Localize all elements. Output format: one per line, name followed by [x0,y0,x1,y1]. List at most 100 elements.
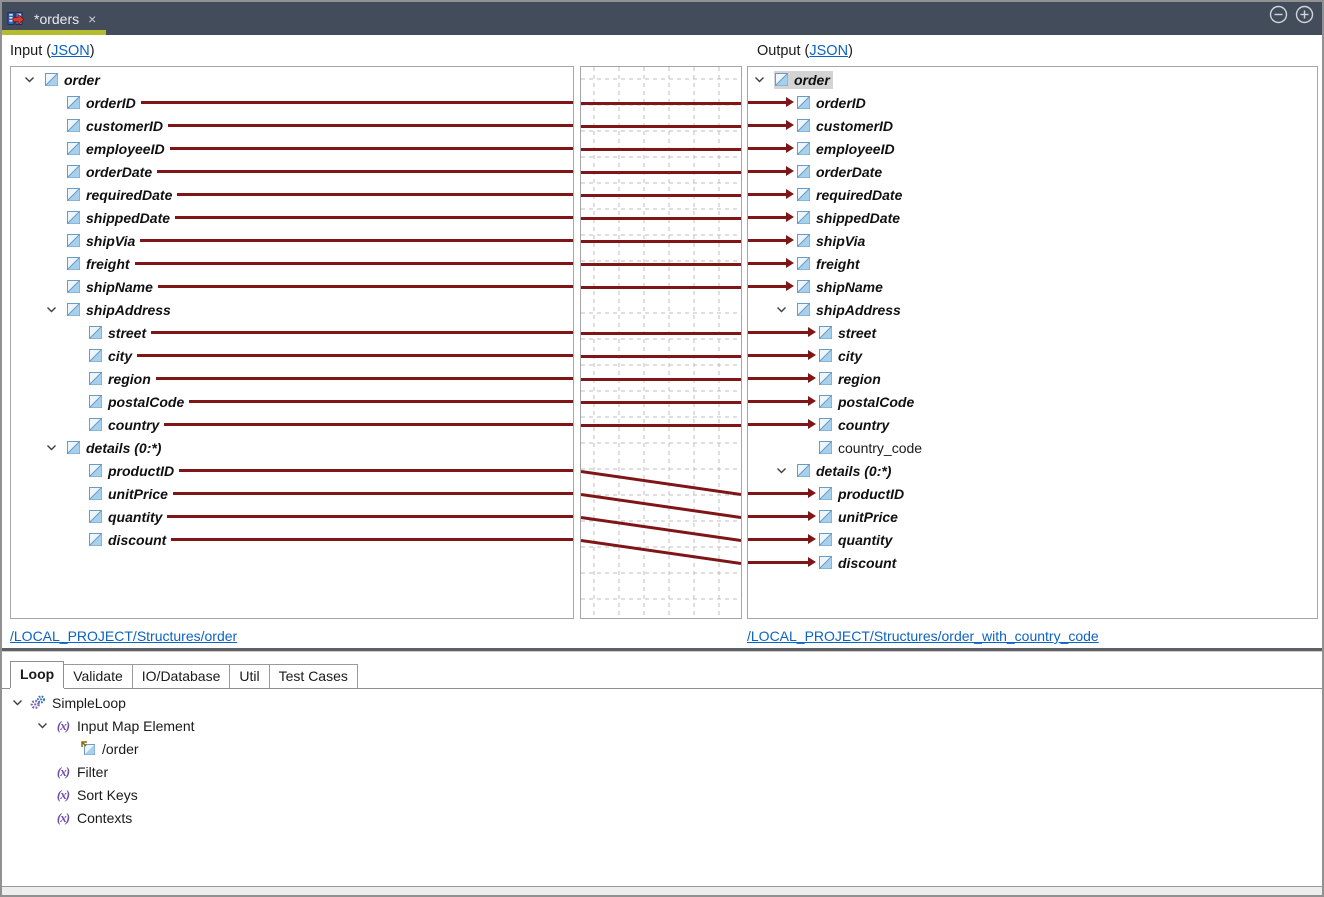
right-tree-node-city[interactable]: city [748,344,1317,367]
input-json-link[interactable]: JSON [51,43,90,59]
left-tree-node-shippeddate[interactable]: shippedDate [11,206,573,229]
tree-node-label: postalCode [838,393,915,410]
loop-tree-label: Input Map Element [77,717,195,734]
right-tree-node-shipaddress[interactable]: shipAddress [748,298,1317,321]
chevron-down-icon[interactable] [37,722,55,729]
right-tree-node-country-code[interactable]: country_code [748,436,1317,459]
tree-node-icon [67,119,80,132]
loop-tree-node-contexts[interactable]: (x)Contexts [2,806,1322,829]
left-tree-node-city[interactable]: city [11,344,573,367]
left-tree-node-unitprice[interactable]: unitPrice [11,482,573,505]
right-tree-node-details-0[interactable]: details (0:*) [748,459,1317,482]
loop-tree-node-input-map-element[interactable]: (x)Input Map Element [2,714,1322,737]
tree-node-icon [89,487,102,500]
left-tree-node-freight[interactable]: freight [11,252,573,275]
left-tree-node-order[interactable]: order [11,68,573,91]
right-tree-node-freight[interactable]: freight [748,252,1317,275]
mapping-line [134,262,573,265]
chevron-down-icon[interactable] [776,306,796,313]
right-tree-node-orderid[interactable]: orderID [748,91,1317,114]
chevron-down-icon[interactable] [46,444,66,451]
right-tree-node-postalcode[interactable]: postalCode [748,390,1317,413]
loop-properties-tree: SimpleLoop(x)Input Map Element/order(x)F… [2,691,1322,829]
right-tree-node-requireddate[interactable]: requiredDate [748,183,1317,206]
tree-node-label: details (0:*) [86,439,162,456]
left-tree-node-orderdate[interactable]: orderDate [11,160,573,183]
mapping-line [171,538,573,541]
right-tree-node-customerid[interactable]: customerID [748,114,1317,137]
left-tree-node-street[interactable]: street [11,321,573,344]
right-tree-node-country[interactable]: country [748,413,1317,436]
loop-tree-node-order[interactable]: /order [2,737,1322,760]
mapping-arrow [748,258,794,268]
mapping-line [157,170,573,173]
right-tree-node-order[interactable]: order [748,68,1317,91]
zoom-in-button[interactable] [1295,5,1314,24]
function-icon: (x) [56,809,70,825]
left-tree-node-shipaddress[interactable]: shipAddress [11,298,573,321]
tab-test-cases[interactable]: Test Cases [268,664,358,688]
tree-node-icon [45,73,58,86]
tree-node-icon [797,188,810,201]
tree-node-label: country [108,416,160,433]
loop-tree-node-filter[interactable]: (x)Filter [2,760,1322,783]
tree-node-label: city [838,347,863,364]
tree-node-label: orderID [86,94,136,111]
chevron-down-icon[interactable] [24,76,44,83]
output-header: Output (JSON) [757,43,853,59]
zoom-out-button[interactable] [1269,5,1288,24]
right-tree-node-discount[interactable]: discount [748,551,1317,574]
left-tree-node-orderid[interactable]: orderID [11,91,573,114]
right-tree-node-shippeddate[interactable]: shippedDate [748,206,1317,229]
tree-node-icon [819,556,832,569]
left-tree-node-discount[interactable]: discount [11,528,573,551]
loop-tree-node-sort-keys[interactable]: (x)Sort Keys [2,783,1322,806]
tab-close-icon[interactable]: × [88,10,97,27]
tree-node-icon [819,418,832,431]
left-tree-node-country[interactable]: country [11,413,573,436]
right-tree-node-shipvia[interactable]: shipVia [748,229,1317,252]
mapping-line [189,400,573,403]
mapping-line [157,285,573,288]
left-tree-node-shipvia[interactable]: shipVia [11,229,573,252]
tree-node-icon [819,533,832,546]
mapping-canvas[interactable] [580,66,742,619]
chevron-down-icon[interactable] [776,467,796,474]
right-tree-node-shipname[interactable]: shipName [748,275,1317,298]
right-tree-node-street[interactable]: street [748,321,1317,344]
left-tree-node-region[interactable]: region [11,367,573,390]
left-tree-node-postalcode[interactable]: postalCode [11,390,573,413]
chevron-down-icon[interactable] [46,306,66,313]
loop-tree-node-simpleloop[interactable]: SimpleLoop [2,691,1322,714]
tree-node-icon [67,188,80,201]
left-tree-node-employeeid[interactable]: employeeID [11,137,573,160]
horizontal-splitter[interactable] [2,648,1322,652]
tab-validate[interactable]: Validate [63,664,133,688]
tab-orders[interactable]: *orders × [2,2,106,35]
tab-loop[interactable]: Loop [10,661,65,688]
chevron-down-icon[interactable] [754,76,774,83]
loop-tree-label: /order [102,740,139,757]
tree-node-label: productID [108,462,175,479]
tree-node-label: quantity [108,508,163,525]
tab-util[interactable]: Util [229,664,270,688]
left-tree-node-productid[interactable]: productID [11,459,573,482]
tree-node-icon [797,96,810,109]
right-tree-node-productid[interactable]: productID [748,482,1317,505]
right-tree-node-orderdate[interactable]: orderDate [748,160,1317,183]
right-tree-node-region[interactable]: region [748,367,1317,390]
right-tree-node-employeeid[interactable]: employeeID [748,137,1317,160]
left-tree-node-requireddate[interactable]: requiredDate [11,183,573,206]
right-tree-node-quantity[interactable]: quantity [748,528,1317,551]
input-structure-link[interactable]: /LOCAL_PROJECT/Structures/order [10,628,238,644]
function-icon: (x) [56,763,70,779]
left-tree-node-details-0[interactable]: details (0:*) [11,436,573,459]
left-tree-node-quantity[interactable]: quantity [11,505,573,528]
output-structure-link[interactable]: /LOCAL_PROJECT/Structures/order_with_cou… [747,628,1099,644]
left-tree-node-customerid[interactable]: customerID [11,114,573,137]
left-tree-node-shipname[interactable]: shipName [11,275,573,298]
chevron-down-icon[interactable] [12,699,30,706]
right-tree-node-unitprice[interactable]: unitPrice [748,505,1317,528]
output-json-link[interactable]: JSON [809,43,849,59]
tab-io-database[interactable]: IO/Database [131,664,231,688]
